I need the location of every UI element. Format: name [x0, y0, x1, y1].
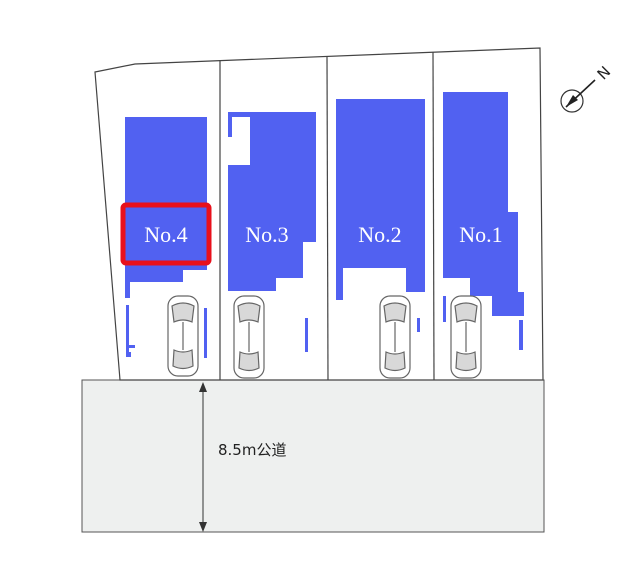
road-label: 8.5m公道 [218, 441, 286, 459]
lot-divider [326, 55, 329, 381]
lot-4-highlight [120, 202, 212, 266]
compass-letter: N [594, 63, 615, 84]
road-width-dimension [199, 382, 207, 532]
lot-label-4[interactable]: No.4 [144, 222, 187, 247]
car-lot-2 [379, 295, 411, 379]
car-lot-1 [450, 295, 482, 379]
building-lot-2 [336, 99, 425, 332]
lot-label-1[interactable]: No.1 [459, 222, 502, 247]
lot-divider [432, 51, 435, 381]
north-arrow-icon: N [560, 63, 615, 113]
car-lot-3 [233, 295, 265, 379]
building-lot-1 [443, 92, 524, 350]
lot-label-3[interactable]: No.3 [245, 222, 288, 247]
road-area [81, 379, 545, 533]
building-lot-3 [228, 112, 316, 352]
car-lot-4 [167, 295, 199, 377]
lot-label-2[interactable]: No.2 [358, 222, 401, 247]
